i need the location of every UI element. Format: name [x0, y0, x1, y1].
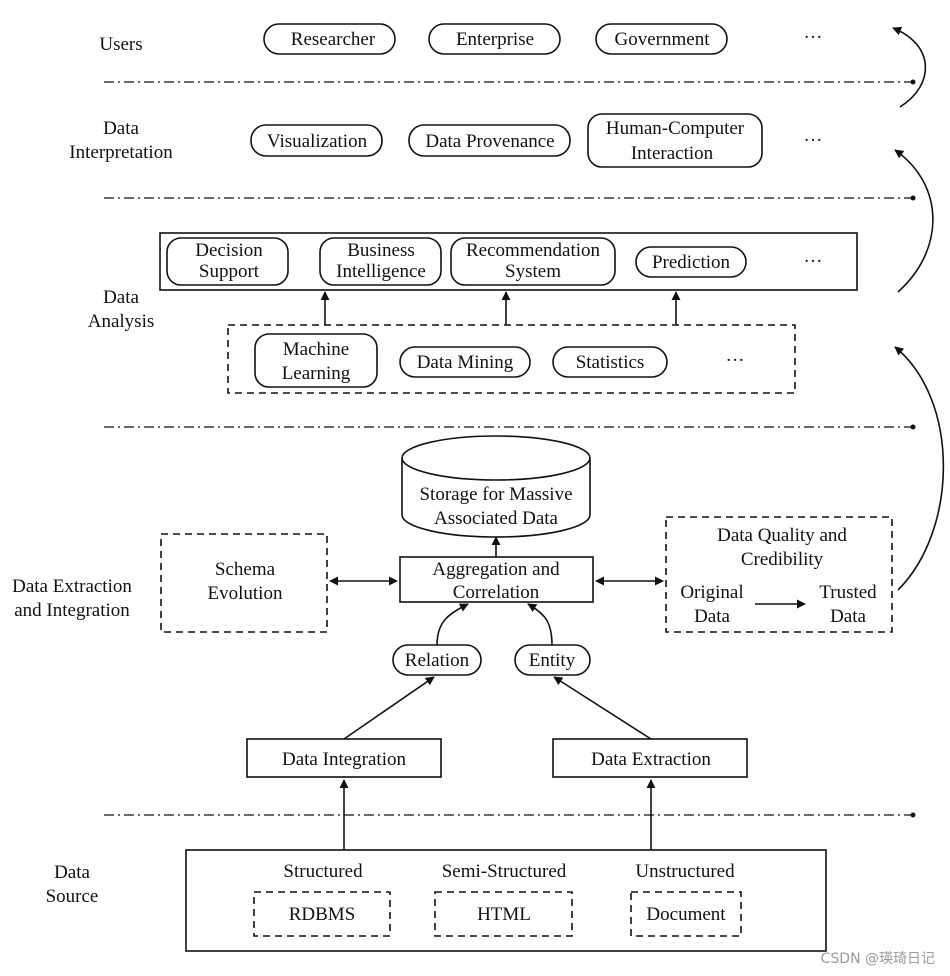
- data-provenance-node: Data Provenance: [425, 131, 554, 152]
- flow-arrow-interpretation-to-users: [892, 26, 927, 108]
- data-quality-title-line1: Data Quality and: [717, 525, 847, 546]
- separator-dot: [910, 424, 916, 430]
- recommendation-system-node-line1: Recommendation: [466, 240, 601, 261]
- statistics-node: Statistics: [576, 352, 645, 373]
- data-provenance-node-shape: [408, 124, 571, 157]
- analysis-layer-label-line2: Analysis: [88, 311, 155, 332]
- analysis-lower-more-ellipsis: ···: [726, 350, 745, 371]
- visualization-node-shape: [250, 124, 383, 157]
- researcher-node-shape: [263, 23, 396, 55]
- analysis-layer: Data Analysis Decision Support Business …: [88, 232, 858, 394]
- separator-dot: [910, 195, 916, 201]
- layer-flow-arrows: [892, 26, 945, 591]
- aggregation-node-shape: [399, 556, 594, 603]
- visualization-node: Visualization: [267, 131, 368, 152]
- hci-node-line2: Interaction: [631, 143, 714, 164]
- hci-node-shape: [587, 113, 763, 168]
- unstructured-label: Unstructured: [635, 861, 735, 882]
- storage-cylinder: Storage for Massive Associated Data: [401, 435, 591, 538]
- extraction-layer-label-line1: Data Extraction: [12, 576, 132, 597]
- data-mining-node-shape: [399, 346, 531, 378]
- storage-label-line1: Storage for Massive: [419, 484, 572, 505]
- decision-support-node-line2: Support: [199, 261, 260, 282]
- watermark: CSDN @瑛琦日记: [821, 951, 935, 967]
- relation-node: Relation: [405, 650, 470, 671]
- researcher-node: Researcher: [291, 29, 376, 50]
- flow-arrow-integration-to-analysis: [894, 346, 945, 591]
- structured-label: Structured: [283, 861, 363, 882]
- decision-support-node-shape: [166, 237, 289, 286]
- users-layer: Users Researcher Enterprise Government ·…: [99, 23, 823, 55]
- users-layer-label: Users: [99, 34, 142, 55]
- entity-node: Entity: [529, 650, 576, 671]
- data-integration-node: Data Integration: [282, 749, 406, 770]
- semi-structured-label: Semi-Structured: [442, 861, 567, 882]
- enterprise-node-shape: [428, 23, 561, 55]
- arrow-integration-to-relation: [343, 676, 435, 740]
- prediction-node-shape: [635, 246, 747, 278]
- users-more-ellipsis: ···: [804, 27, 823, 48]
- analysis-layer-label-line1: Data: [103, 287, 139, 308]
- statistics-node-shape: [552, 346, 668, 378]
- business-intelligence-node-line1: Business: [347, 240, 415, 261]
- machine-learning-node-shape: [254, 333, 378, 388]
- extraction-layer-label-line2: and Integration: [14, 600, 130, 621]
- decision-support-node-line1: Decision: [195, 240, 263, 261]
- rdbms-label: RDBMS: [289, 904, 356, 925]
- recommendation-system-node-line2: System: [505, 261, 561, 282]
- storage-cylinder-top: [401, 435, 591, 481]
- data-extraction-node-shape: [552, 738, 748, 778]
- business-intelligence-node-shape: [319, 237, 442, 286]
- source-layer: Data Source Structured Semi-Structured U…: [46, 779, 827, 952]
- document-label: Document: [646, 904, 726, 925]
- source-layer-label-line1: Data: [54, 862, 90, 883]
- data-quality-frame: [665, 516, 893, 633]
- arrow-extraction-to-entity: [553, 676, 652, 740]
- flow-arrow-analysis-to-interpretation: [894, 149, 934, 293]
- original-data-line2: Data: [694, 606, 730, 627]
- data-extraction-node: Data Extraction: [591, 749, 711, 770]
- data-quality-title-line2: Credibility: [741, 549, 824, 570]
- interpretation-layer: Data Interpretation Visualization Data P…: [69, 113, 823, 168]
- storage-label-line2: Associated Data: [434, 508, 559, 529]
- government-node: Government: [615, 29, 711, 50]
- interpretation-layer-label-line2: Interpretation: [69, 142, 173, 163]
- aggregation-node-line1: Aggregation and: [432, 559, 560, 580]
- arrow-entity-to-aggregation: [527, 603, 553, 646]
- analysis-upper-more-ellipsis: ···: [804, 251, 823, 272]
- schema-evolution-line2: Evolution: [208, 583, 283, 604]
- interpretation-layer-label-line1: Data: [103, 118, 139, 139]
- trusted-data-line2: Data: [830, 606, 866, 627]
- schema-evolution-frame: [160, 533, 328, 633]
- arrow-relation-to-aggregation: [436, 603, 469, 646]
- separator-dot: [910, 79, 916, 85]
- schema-evolution-line1: Schema: [215, 559, 276, 580]
- aggregation-node-line2: Correlation: [453, 582, 540, 603]
- html-frame: [434, 891, 573, 937]
- business-intelligence-node-line2: Intelligence: [336, 261, 426, 282]
- source-layer-label-line2: Source: [46, 886, 99, 907]
- layer-separators: [104, 79, 916, 818]
- recommendation-system-node-shape: [450, 237, 616, 286]
- enterprise-node: Enterprise: [456, 29, 534, 50]
- prediction-node: Prediction: [652, 252, 731, 273]
- machine-learning-node-line1: Machine: [283, 339, 349, 360]
- government-node-shape: [595, 23, 728, 55]
- interpretation-more-ellipsis: ···: [804, 130, 823, 151]
- extraction-layer: Data Extraction and Integration Storage …: [12, 435, 893, 778]
- original-data-line1: Original: [680, 582, 743, 603]
- html-label: HTML: [477, 904, 531, 925]
- data-integration-node-shape: [246, 738, 442, 778]
- rdbms-frame: [253, 891, 391, 937]
- separator-dot: [910, 812, 916, 818]
- data-mining-node: Data Mining: [417, 352, 514, 373]
- hci-node-line1: Human-Computer: [606, 118, 745, 139]
- machine-learning-node-line2: Learning: [282, 363, 351, 384]
- trusted-data-line1: Trusted: [819, 582, 877, 603]
- document-frame: [630, 891, 742, 937]
